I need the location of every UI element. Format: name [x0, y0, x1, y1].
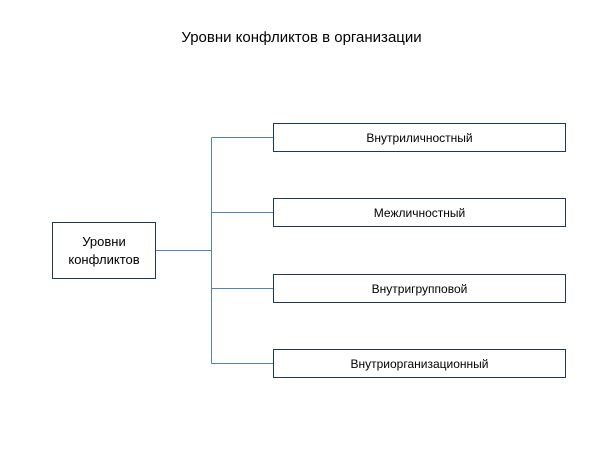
level-node-label: Внутриличностный: [366, 130, 473, 145]
root-node-box: Уровни конфликтов: [52, 222, 156, 279]
level-node-intraorganizational: Внутриорганизационный: [273, 349, 566, 378]
level-node-intrapersonal: Внутриличностный: [273, 123, 566, 152]
diagram-title: Уровни конфликтов в организации: [181, 29, 422, 46]
level-node-label: Внутриорганизационный: [350, 356, 489, 371]
root-node-label-line1: Уровни: [82, 233, 126, 249]
level-node-intragroup: Внутригрупповой: [273, 274, 566, 303]
level-node-label: Внутригрупповой: [371, 281, 468, 296]
level-node-label: Межличностный: [373, 205, 466, 220]
root-node-label-line2: конфликтов: [68, 251, 140, 267]
level-node-interpersonal: Межличностный: [273, 198, 566, 227]
